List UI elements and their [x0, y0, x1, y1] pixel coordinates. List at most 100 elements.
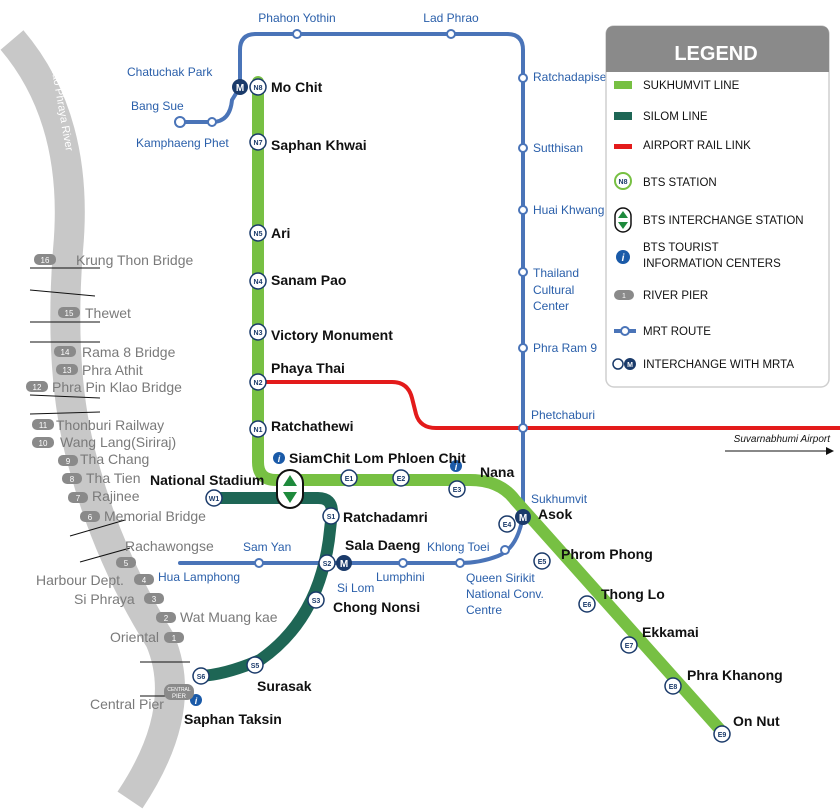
legend-interchange-icon	[614, 207, 632, 233]
station-code: S2	[323, 561, 332, 568]
station-label-sala-daeng: Sala Daeng	[345, 537, 420, 553]
bts-station-asok[interactable]: E4	[498, 515, 516, 533]
station-code: E6	[583, 602, 592, 609]
mrt-label-phra-ram-9: Phra Ram 9	[533, 341, 597, 355]
bts-station-victory-monument[interactable]: N3	[249, 323, 267, 341]
legend-tourist-1: BTS TOURIST	[643, 242, 719, 254]
legend: LEGEND SUKHUMVIT LINE SILOM LINE AIRPORT…	[605, 25, 830, 388]
airport-rail-link	[258, 380, 840, 430]
mrt-label-sukhumvit: Sukhumvit	[531, 492, 588, 506]
bts-station-phaya-thai[interactable]: N2	[249, 373, 267, 391]
mrt-label-chatuchak-park: Chatuchak Park	[127, 65, 213, 79]
pier-label: Wat Muang kae	[180, 609, 278, 625]
mrt-station-dots	[174, 29, 528, 568]
station-code: S1	[327, 514, 336, 521]
bts-station-sanam-pao[interactable]: N4	[249, 272, 267, 290]
svg-text:i: i	[278, 454, 281, 464]
station-label-thong-lo: Thong Lo	[601, 586, 665, 602]
tourist-info-icon: i	[273, 452, 285, 464]
pier-label: Krung Thon Bridge	[76, 252, 193, 268]
station-code: N3	[254, 330, 263, 337]
station-code: E2	[397, 476, 406, 483]
pier-number: 6	[88, 513, 93, 522]
tourist-info-icon: i	[450, 460, 462, 472]
station-label-ekkamai: Ekkamai	[642, 624, 699, 640]
bts-station-ari[interactable]: N5	[249, 224, 267, 242]
pier-label: Phra Pin Klao Bridge	[52, 379, 182, 395]
legend-title: LEGEND	[674, 43, 757, 65]
legend-bts-station-code: N8	[619, 179, 628, 186]
pier-number: 13	[63, 366, 72, 375]
bts-station-ratchathewi[interactable]: N1	[249, 420, 267, 438]
pier-number: 4	[142, 576, 147, 585]
svg-text:i: i	[195, 696, 198, 706]
station-code: N5	[254, 231, 263, 238]
bts-station-nana[interactable]: E3	[448, 480, 466, 498]
central-pier-badge: CENTRAL PIER	[164, 684, 194, 700]
station-code: S5	[251, 663, 260, 670]
pier-number: 10	[39, 439, 48, 448]
legend-river-pier-num: 1	[622, 293, 626, 300]
tourist-info-icon: i	[190, 694, 202, 706]
central-pier-label: Central Pier	[90, 696, 164, 712]
svg-text:M: M	[519, 513, 527, 524]
bts-station-chong-nonsi[interactable]: S3	[307, 591, 325, 609]
sukhumvit-line	[252, 76, 730, 740]
station-label-chong-nonsi: Chong Nonsi	[333, 599, 420, 615]
station-label-chit-lom: Chit Lom	[323, 450, 384, 466]
pier-number: 7	[76, 494, 81, 503]
mrt-route	[178, 32, 525, 565]
legend-swatch-sukhumvit	[614, 81, 632, 89]
bts-station-chit-lom[interactable]: E1	[340, 469, 358, 487]
station-code: W1	[209, 496, 220, 503]
pier-label: Rachawongse	[125, 538, 214, 554]
station-code: E8	[669, 684, 678, 691]
mrt-label-phahon-yothin: Phahon Yothin	[258, 11, 335, 25]
bts-station-phra-khanong[interactable]: E8	[664, 677, 682, 695]
legend-interchange: BTS INTERCHANGE STATION	[643, 215, 804, 227]
mrt-label-lumphini: Lumphini	[376, 570, 425, 584]
pier-number: 9	[66, 457, 71, 466]
pier-number: 16	[41, 256, 50, 265]
station-code: E5	[538, 559, 547, 566]
pier-number: 1	[172, 634, 177, 643]
chao-phraya-river	[0, 30, 185, 809]
river-piers: 16 Krung Thon Bridge 15 Thewet 14 Rama 8…	[26, 252, 278, 645]
mrt-label-thailand-cultural-1: Thailand	[533, 266, 579, 280]
station-label-on-nut: On Nut	[733, 713, 780, 729]
bts-station-phloen-chit[interactable]: E2	[392, 469, 410, 487]
legend-tourist-info-icon: i	[616, 250, 630, 264]
mrt-label-si-lom: Si Lom	[337, 581, 374, 595]
station-label-national-stadium: National Stadium	[150, 472, 264, 488]
bts-station-mo-chit[interactable]: N8	[249, 78, 267, 96]
pier-label: Si Phraya	[74, 591, 135, 607]
bts-station-ekkamai[interactable]: E7	[620, 636, 638, 654]
bts-station-saphan-khwai[interactable]: N7	[249, 133, 267, 151]
station-label-phrom-phong: Phrom Phong	[561, 546, 653, 562]
bts-station-on-nut[interactable]: E9	[713, 725, 731, 743]
bts-station-saphan-taksin[interactable]: S6	[192, 667, 210, 685]
svg-text:M: M	[340, 559, 348, 570]
bts-station-sala-daeng[interactable]: S2	[318, 554, 336, 572]
bts-station-phrom-phong[interactable]: E5	[533, 552, 551, 570]
legend-mrt-route-icon	[614, 326, 636, 336]
legend-mrta-interchange-icon: M	[612, 358, 636, 370]
station-code: E3	[453, 487, 462, 494]
station-label-phaya-thai: Phaya Thai	[271, 360, 345, 376]
pier-number: 3	[152, 595, 157, 604]
bts-station-national-stadium[interactable]: W1	[205, 489, 223, 507]
station-label-phloen-chit: Phloen Chit	[388, 450, 466, 466]
bts-station-ratchadamri[interactable]: S1	[322, 507, 340, 525]
silom-line	[194, 492, 338, 682]
station-label-siam: Siam	[289, 450, 322, 466]
bts-station-surasak[interactable]: S5	[246, 656, 264, 674]
station-code: E1	[345, 476, 354, 483]
station-label-mo-chit: Mo Chit	[271, 79, 323, 95]
pier-label: Phra Athit	[82, 362, 143, 378]
mrt-label-lad-phrao: Lad Phrao	[423, 11, 479, 25]
station-code: E7	[625, 643, 634, 650]
mrt-label-sam-yan: Sam Yan	[243, 540, 291, 554]
bts-station-thong-lo[interactable]: E6	[578, 595, 596, 613]
legend-sukhumvit: SUKHUMVIT LINE	[643, 80, 740, 92]
siam-interchange-icon[interactable]	[276, 469, 304, 509]
